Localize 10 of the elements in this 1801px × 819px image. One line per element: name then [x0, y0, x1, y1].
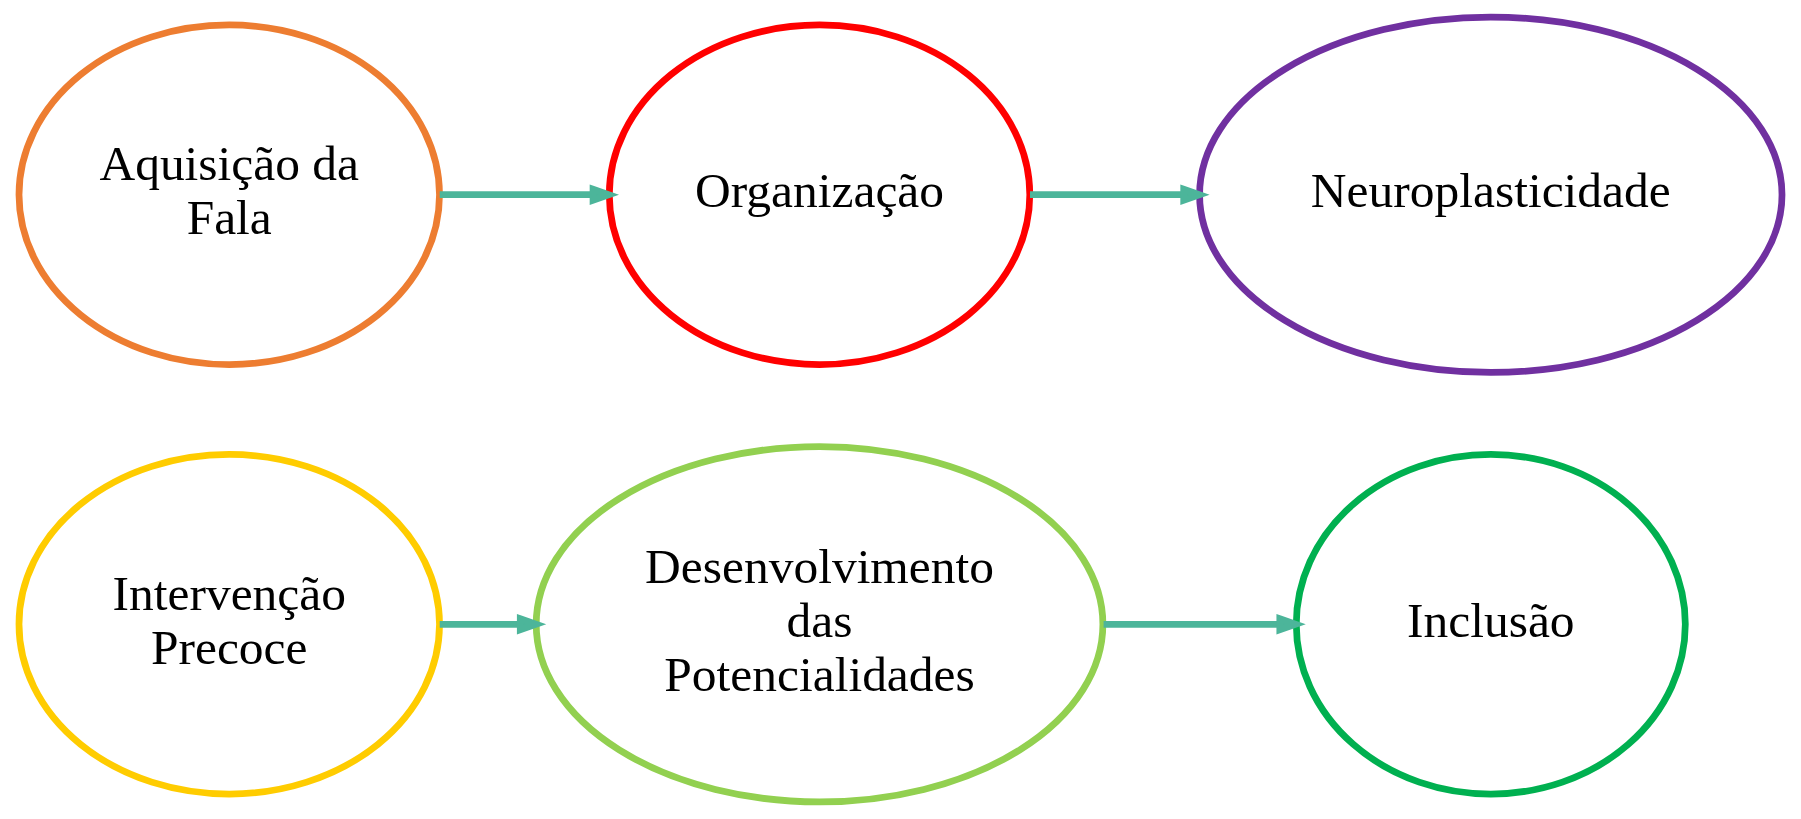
arrow	[439, 614, 547, 635]
node-ellipse: Inclusão	[1292, 451, 1689, 798]
node-ellipse: Desenvolvimento das Potencialidades	[532, 443, 1107, 806]
node-ellipse: Neuroplasticidade	[1196, 13, 1786, 376]
arrow	[439, 184, 619, 205]
node-ellipse: Intervenção Precoce	[15, 451, 443, 798]
node-ellipse: Organização	[605, 21, 1034, 368]
arrow	[1103, 614, 1306, 635]
node-ellipse: Aquisição da Fala	[15, 21, 443, 368]
arrow	[1030, 184, 1210, 205]
